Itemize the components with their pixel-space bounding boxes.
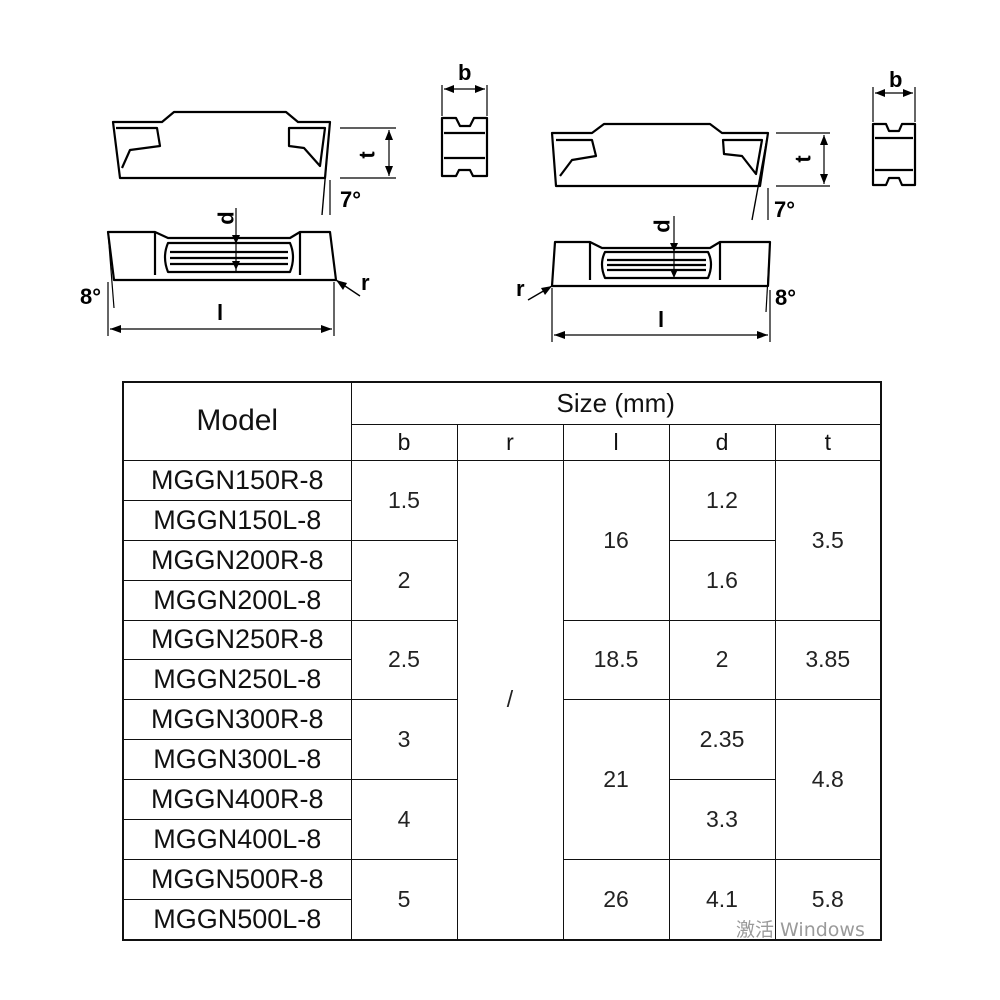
b-cell: 5 — [350, 859, 458, 941]
right-t-label: t — [790, 155, 816, 163]
d-cell: 3.3 — [668, 779, 776, 861]
model-cell: MGGN400R-8 — [122, 779, 352, 821]
model-cell: MGGN400L-8 — [122, 819, 352, 861]
col-header-l: l — [562, 423, 670, 461]
left-angle-bottom-label: 8° — [80, 284, 102, 309]
left-l-label: l — [217, 300, 224, 325]
table-row: MGGN400L-8 — [122, 819, 881, 861]
r-cell: / — [456, 459, 564, 941]
d-cell: 1.6 — [668, 539, 776, 621]
left-t-label: t — [354, 151, 380, 159]
left-d-label: d — [213, 211, 239, 225]
b-cell: 3 — [350, 699, 458, 781]
table-row: MGGN400R-8 4 3.3 — [122, 779, 881, 861]
d-cell: 4.1 — [668, 859, 776, 941]
size-spec-table: Model Size (mm) b r l d t MGGN150R-8 1.5… — [122, 381, 883, 941]
b-cell: 2.5 — [350, 619, 458, 701]
table-subheader-row: b r l d t — [123, 423, 882, 461]
col-header-d: d — [668, 423, 776, 461]
model-cell: MGGN300R-8 — [122, 699, 352, 741]
right-side-view — [550, 122, 830, 221]
left-angle-top-label: 7° — [340, 187, 362, 212]
right-top-view — [527, 216, 772, 342]
right-d-label: d — [649, 219, 675, 233]
technical-drawing: b t 7° d r 8° l b t 7° d r 8° l — [0, 0, 1000, 360]
table-row: MGGN300L-8 — [122, 739, 881, 781]
left-r-label: r — [361, 270, 370, 295]
model-cell: MGGN200L-8 — [122, 579, 352, 621]
left-top-view — [106, 208, 361, 336]
d-cell: 2 — [668, 619, 776, 701]
t-cell: 3.5 — [774, 459, 882, 621]
left-side-view — [111, 110, 396, 216]
left-b-label: b — [458, 60, 472, 85]
windows-activation-watermark: 激活 Windows — [736, 919, 865, 941]
table-row: MGGN500L-8 — [122, 898, 881, 941]
col-header-t: t — [774, 423, 882, 461]
table-row: MGGN500R-8 5 26 4.1 5.8 — [122, 859, 882, 941]
right-end-view — [871, 87, 917, 187]
model-cell: MGGN250L-8 — [122, 659, 352, 701]
l-cell: 16 — [562, 459, 670, 621]
b-cell: 2 — [350, 539, 458, 621]
model-cell: MGGN150L-8 — [122, 499, 352, 541]
t-cell: 4.8 — [774, 699, 882, 861]
t-cell: 3.85 — [774, 619, 882, 701]
table-row: MGGN200L-8 — [122, 579, 881, 621]
right-angle-bottom-label: 8° — [775, 285, 797, 310]
model-cell: MGGN300L-8 — [122, 739, 352, 781]
header-model: Model — [122, 381, 352, 461]
table-row: MGGN250L-8 — [122, 659, 881, 701]
table-row: MGGN300R-8 3 21 2.35 4.8 — [122, 699, 882, 861]
table-row: MGGN250R-8 2.5 18.5 2 3.85 — [122, 619, 882, 701]
right-angle-top-label: 7° — [774, 197, 796, 222]
model-cell: MGGN500L-8 — [122, 898, 352, 941]
table-row: MGGN150R-8 1.5 / 16 1.2 3.5 — [122, 459, 882, 941]
right-l-label: l — [658, 307, 665, 332]
left-end-view — [440, 85, 489, 178]
model-cell: MGGN250R-8 — [122, 619, 352, 661]
right-r-label: r — [516, 276, 525, 301]
table-header-row: Model Size (mm) — [122, 381, 882, 461]
l-cell: 21 — [562, 699, 670, 861]
model-cell: MGGN500R-8 — [122, 859, 352, 900]
col-header-b: b — [350, 423, 458, 461]
insert-drawings-svg — [106, 85, 917, 342]
model-cell: MGGN150R-8 — [122, 459, 352, 501]
d-cell: 1.2 — [668, 459, 776, 541]
l-cell: 18.5 — [562, 619, 670, 701]
header-size: Size (mm) — [350, 381, 882, 425]
b-cell: 4 — [350, 779, 458, 861]
col-header-r: r — [456, 423, 564, 461]
right-b-label: b — [889, 67, 903, 92]
l-cell: 26 — [562, 859, 670, 941]
d-cell: 2.35 — [668, 699, 776, 781]
t-cell: 5.8 — [774, 859, 882, 941]
model-cell: MGGN200R-8 — [122, 539, 352, 581]
table-row: MGGN150L-8 — [122, 499, 881, 541]
b-cell: 1.5 — [350, 459, 458, 541]
